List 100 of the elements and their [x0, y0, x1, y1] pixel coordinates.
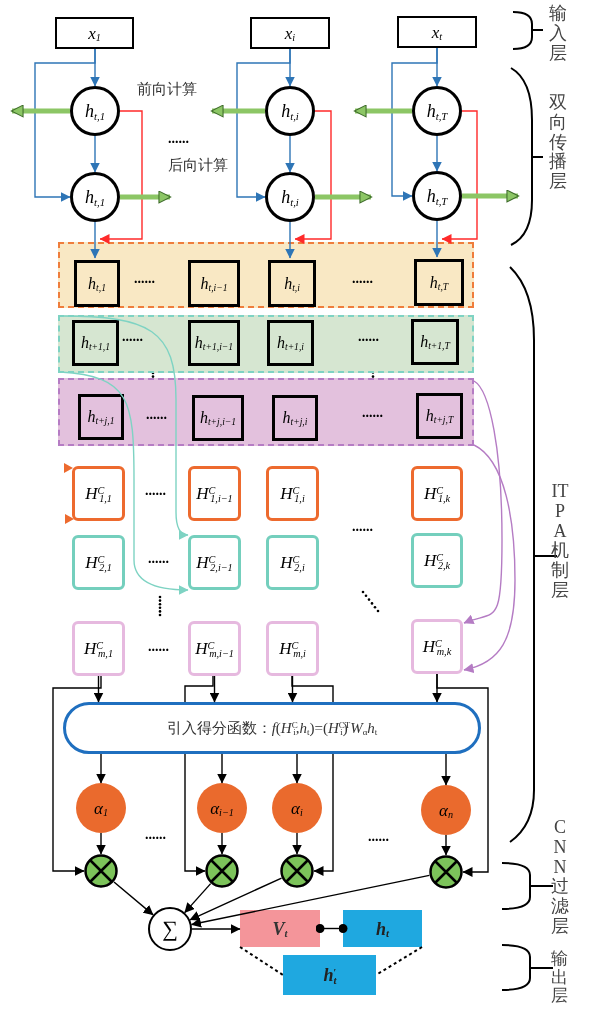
- thick-arrow: [120, 190, 172, 204]
- arrow: [217, 832, 227, 855]
- math-label: h$_{t,i}$: [281, 188, 299, 206]
- formula-text: 引入得分函数：f(H$^{C}$$_{i}$,h$_{t}$)=(H$^{C}$$_{i}$)$^{T}$W$_{α}$h$_{t}$: [166, 720, 378, 736]
- math-label: h$_{t+j,i−1}$: [199, 410, 237, 426]
- ellipsis: ......: [148, 552, 169, 566]
- math-label: x$_{i}$: [284, 24, 296, 42]
- arrow: [236, 48, 291, 202]
- arrow: [190, 874, 431, 928]
- sequence-band: [58, 378, 474, 446]
- step-label: 前向计算: [137, 82, 197, 97]
- thick-arrow: [353, 104, 412, 118]
- feature-box: [266, 621, 319, 676]
- hidden-state-box: [268, 260, 316, 307]
- layer-label: 输入层: [549, 4, 567, 64]
- arrow: [441, 110, 478, 244]
- thick-arrow: [315, 190, 373, 204]
- math-label: h$_{t,1}$: [84, 188, 106, 206]
- connector-line: [239, 946, 284, 976]
- hidden-state-box: [78, 394, 124, 440]
- math-label: h$_{t+1,1}$: [80, 335, 111, 351]
- hidden-state-box: [74, 260, 120, 307]
- multiply-circle: [429, 855, 463, 889]
- arrow: [113, 881, 154, 916]
- vector-box: [343, 910, 422, 947]
- sequence-band: [58, 315, 474, 373]
- feature-box: [188, 621, 241, 676]
- feature-box: [72, 535, 125, 590]
- input-box: [250, 17, 330, 49]
- math-label: x$_{t}$: [431, 23, 443, 41]
- arrow: [191, 924, 241, 934]
- feature-box: [72, 621, 125, 676]
- feature-box: [411, 466, 463, 521]
- arrow: [34, 48, 96, 202]
- arrow: [294, 110, 332, 244]
- feature-box: [188, 535, 241, 590]
- arrow: [184, 753, 206, 876]
- arrow: [96, 753, 106, 784]
- arrow: [184, 882, 212, 914]
- layer-label: 输出层: [551, 950, 568, 1007]
- math-label: h$_{t+j,T}$: [425, 408, 454, 424]
- math-label: h$_{t,i}$: [281, 102, 299, 120]
- arrow: [93, 675, 104, 703]
- arrow: [432, 220, 442, 258]
- arrow: [441, 753, 451, 786]
- thick-arrow: [10, 104, 70, 118]
- math-label: h$_{t+j,i}$: [282, 410, 308, 426]
- hidden-state-box: [411, 319, 459, 365]
- hidden-state-box: [416, 393, 463, 439]
- feature-box: [266, 466, 319, 521]
- ellipsis: ......: [362, 406, 383, 420]
- math-label: ∑: [162, 918, 178, 940]
- vector-box: [240, 910, 320, 947]
- feature-box: [411, 619, 463, 674]
- arrow: [217, 753, 227, 784]
- hidden-state-box: [414, 259, 464, 306]
- math-label: h$_{t,T}$: [429, 274, 449, 291]
- arrow: [463, 380, 503, 625]
- math-label: h$_{t+1,i}$: [277, 335, 304, 351]
- arrow: [292, 753, 302, 784]
- connector-line: [375, 946, 423, 976]
- math-label: h$_{t,i−1}$: [200, 275, 228, 292]
- arrow: [90, 135, 100, 173]
- multiply-circle: [280, 854, 314, 888]
- layer-label: 双向传播层: [549, 93, 567, 192]
- ellipsis: ......: [352, 520, 373, 534]
- math-label: h$_{t,1}$: [88, 275, 106, 292]
- connector-line: [291, 675, 334, 703]
- hidden-state-box: [192, 395, 244, 441]
- arrow: [391, 47, 438, 201]
- arrow: [285, 221, 295, 259]
- arrow: [441, 834, 451, 856]
- math-label: h$_{t,i}$: [284, 275, 300, 292]
- math-label: x$_{1}$: [88, 24, 101, 42]
- sequence-band: [58, 242, 474, 308]
- math-label: α$_{i−1}$: [210, 799, 234, 817]
- ellipsis: ......: [122, 330, 143, 344]
- thick-arrow: [462, 189, 520, 203]
- math-label: α$_{i}$: [291, 799, 303, 817]
- arrow: [90, 221, 100, 259]
- arrow: [96, 832, 106, 855]
- arrow: [313, 753, 334, 876]
- ellipsis: ......: [168, 132, 189, 146]
- math-label: h$_{t+j,1}$: [87, 409, 115, 425]
- arrow: [292, 832, 302, 855]
- ellipsis: ......: [146, 408, 167, 422]
- multiply-circle: [84, 854, 118, 888]
- arrow: [432, 135, 442, 172]
- math-label: α$_{1}$: [94, 799, 108, 817]
- hidden-state-box: [272, 395, 318, 441]
- hidden-state-box: [188, 320, 240, 366]
- math-label: h$_{t,T}$: [426, 187, 448, 205]
- arrow: [463, 444, 516, 673]
- feature-box: [266, 535, 319, 590]
- ellipsis: ......: [352, 272, 373, 286]
- math-label: α$_{n}$: [439, 801, 453, 819]
- math-label: V$_{t}$: [272, 919, 288, 938]
- feature-box: [188, 466, 241, 521]
- vector-box: [283, 955, 376, 995]
- multiply-circle: [205, 854, 239, 888]
